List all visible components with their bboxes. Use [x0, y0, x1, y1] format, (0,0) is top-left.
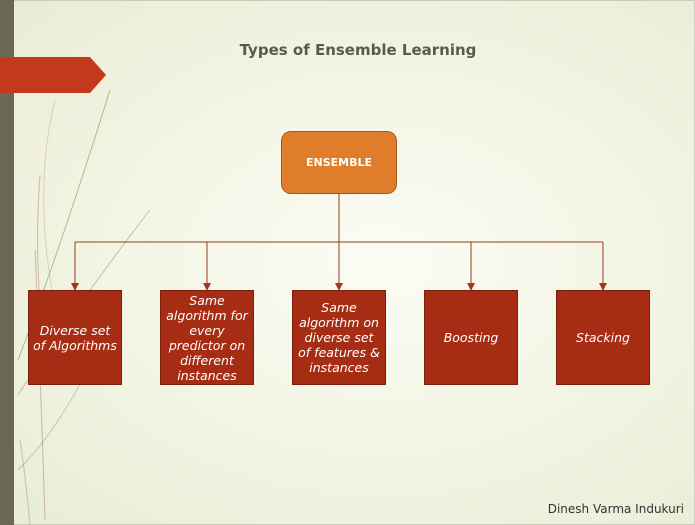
root-node-ensemble: ENSEMBLE [281, 131, 397, 194]
child-node-stacking: Stacking [556, 290, 650, 385]
left-accent-bar [0, 0, 14, 525]
child-node-same-algorithm-instances: Same algorithm for every predictor on di… [160, 290, 254, 385]
title-arrow-tab [0, 57, 106, 93]
diagram-title: Types of Ensemble Learning [239, 41, 477, 59]
child-node-boosting: Boosting [424, 290, 518, 385]
author-footer: Dinesh Varma Indukuri [547, 502, 684, 516]
child-node-diverse-algorithms: Diverse set of Algorithms [28, 290, 122, 385]
child-node-same-algorithm-features: Same algorithm on diverse set of feature… [292, 290, 386, 385]
